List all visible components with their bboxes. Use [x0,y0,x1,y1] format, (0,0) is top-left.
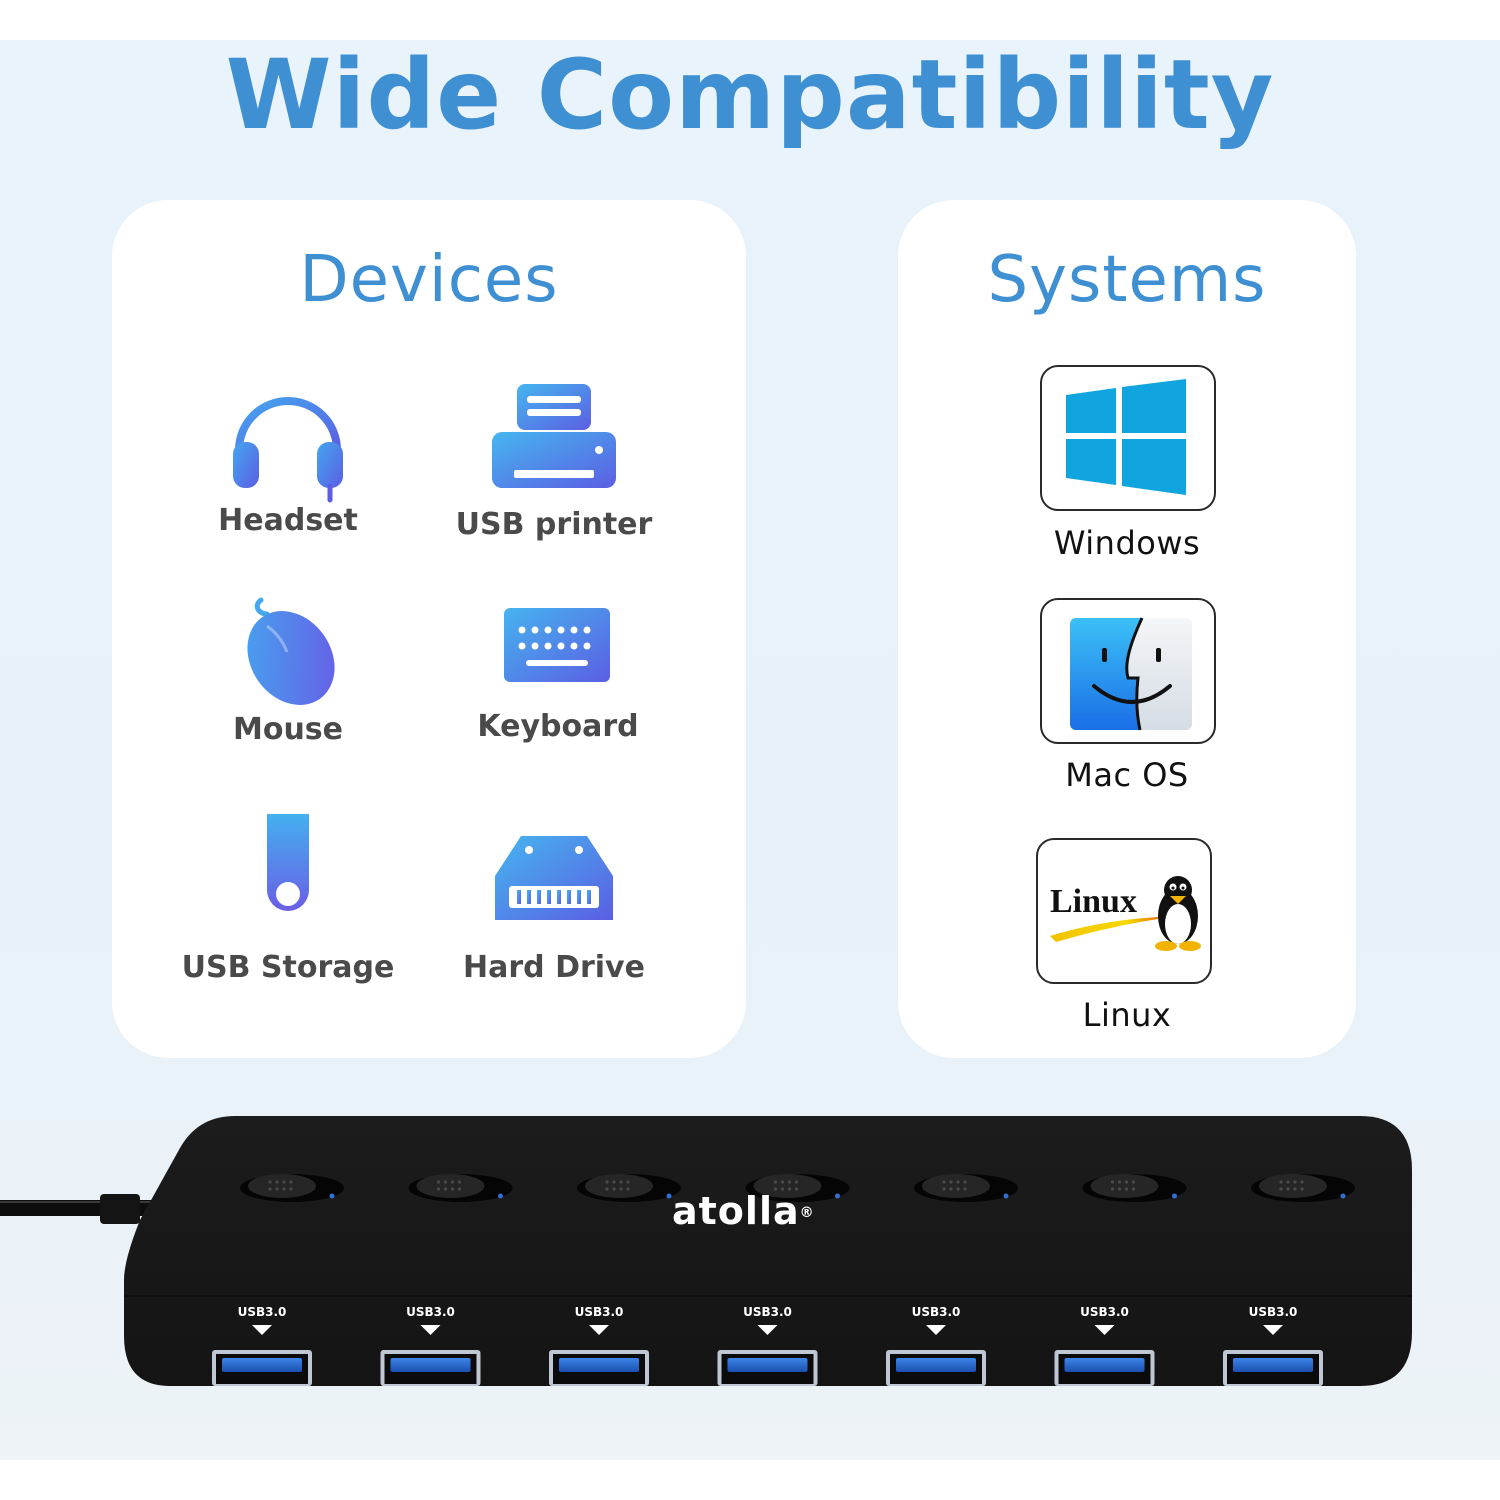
port-label: USB3.0 [574,1305,624,1319]
hub-brand-name: atolla [672,1189,800,1233]
printer-icon [434,370,674,500]
usb-port[interactable] [212,1325,312,1386]
usb-port[interactable] [886,1325,986,1386]
usb-port[interactable] [1223,1325,1323,1386]
systems-title: Systems [987,243,1267,317]
linux-tux-logo: Linux [1036,838,1212,984]
device-label: Hard Drive [463,950,645,985]
usb-port[interactable] [380,1325,481,1386]
port-switch[interactable] [408,1174,513,1202]
headline: Wide Compatibility [225,40,1275,151]
port-label: USB3.0 [237,1305,287,1319]
system-label: Windows [1053,524,1201,562]
windows-logo [1040,365,1216,511]
devices-title: Devices [299,243,559,317]
usb-port[interactable] [1054,1325,1155,1386]
hub-brand: atolla® [672,1189,842,1233]
system-label: Linux [1082,996,1172,1034]
linux-logo-text: Linux [1050,883,1137,920]
device-label: Mouse [232,712,344,747]
port-switch[interactable] [577,1174,681,1202]
hub-brand-mark: ® [799,1205,815,1221]
switch-row [240,1174,1355,1202]
port-switch[interactable] [240,1174,344,1202]
port-switch[interactable] [1082,1174,1187,1202]
system-label: Mac OS [1065,756,1189,794]
devices-card: Devices Headset [112,200,746,1058]
device-label: USB Storage [181,950,395,985]
keyboard-icon [438,602,678,732]
cable-collar [100,1194,140,1224]
port-switch[interactable] [1251,1174,1355,1202]
usb-port[interactable] [717,1325,818,1386]
port-switch[interactable] [745,1174,850,1202]
port-label: USB3.0 [743,1305,792,1319]
device-label: USB printer [455,507,653,542]
mouse-icon [168,592,408,722]
promo-canvas: Wide Compatibility Devices Headse [0,40,1500,1460]
usb-storage-icon [168,810,408,940]
systems-card: Systems Windows [898,200,1356,1058]
usb-hub [0,1116,1412,1386]
port-row [212,1325,1323,1386]
port-label: USB3.0 [911,1305,961,1319]
usb-port[interactable] [549,1325,649,1386]
hub-body [124,1116,1412,1386]
hard-drive-icon [434,830,674,960]
device-label: Keyboard [477,709,639,744]
headset-icon [168,378,408,508]
port-label: USB3.0 [1248,1305,1298,1319]
finder-logo [1040,598,1216,744]
device-label: Headset [218,503,358,538]
port-label: USB3.0 [406,1305,455,1319]
port-label: USB3.0 [1080,1305,1129,1319]
port-switch[interactable] [914,1174,1018,1202]
